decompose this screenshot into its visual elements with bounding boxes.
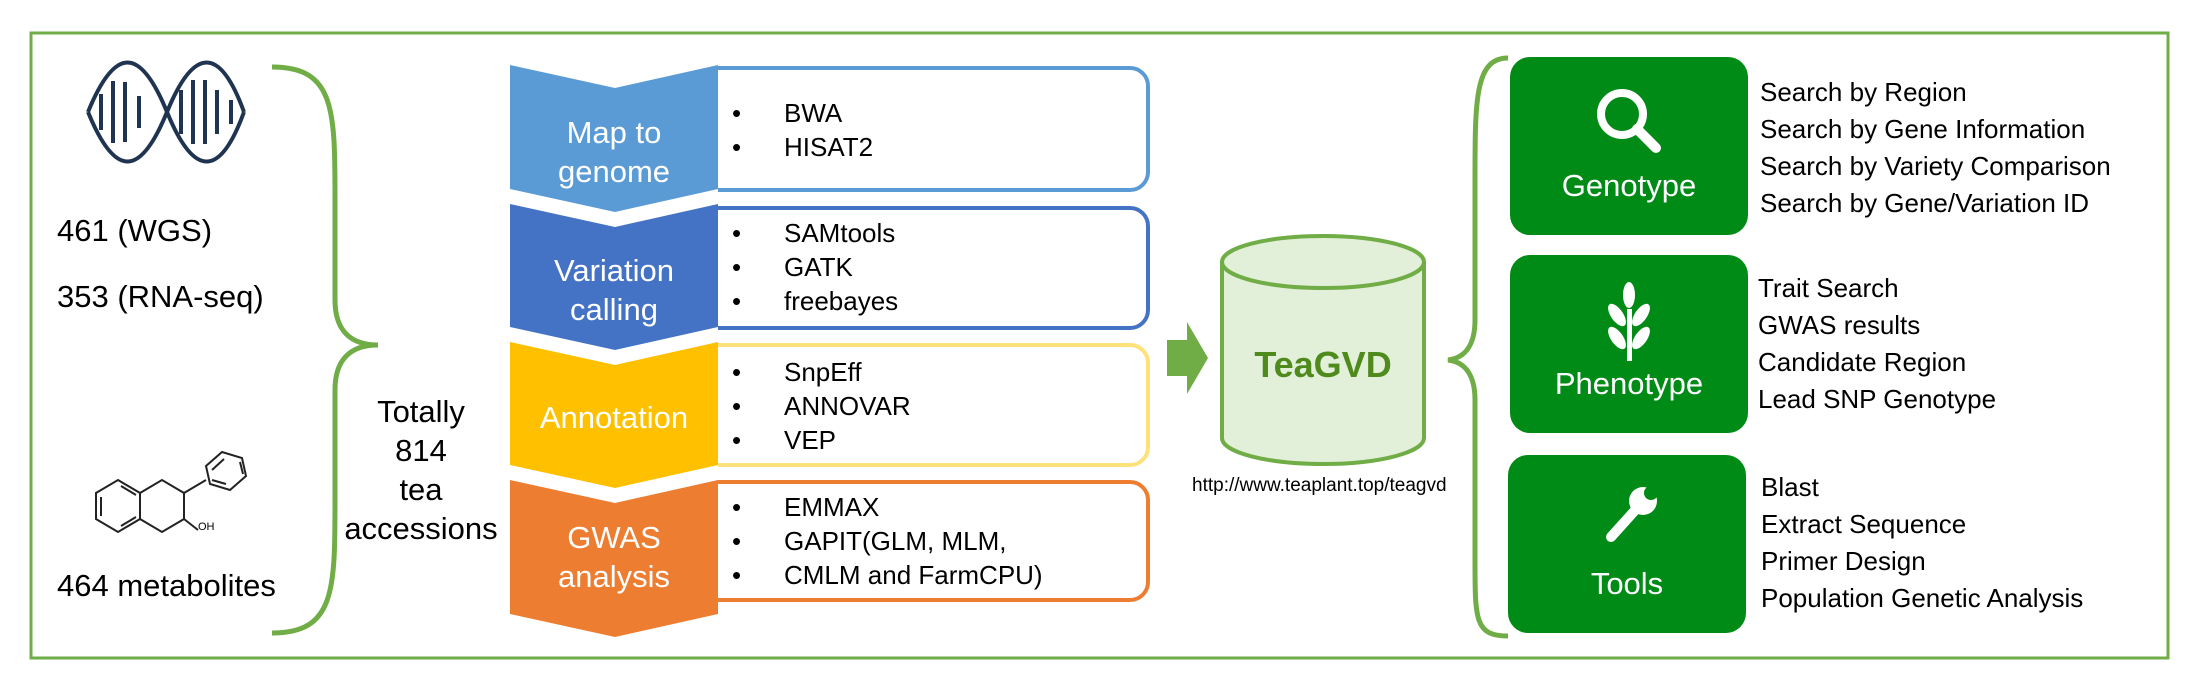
wheat-icon bbox=[1608, 282, 1650, 361]
database-cylinder bbox=[1220, 234, 1426, 466]
feature-item[interactable]: Candidate Region bbox=[1758, 347, 1967, 377]
chevron-variation-calling bbox=[510, 204, 718, 350]
tool-item: SnpEff bbox=[728, 355, 911, 389]
database-name: TeaGVD bbox=[1254, 344, 1392, 385]
tools-variation-calling: SAMtools GATK freebayes bbox=[728, 216, 898, 318]
tool-item: GAPIT(GLM, MLM, bbox=[728, 524, 1043, 558]
module-genotype[interactable]: Genotype bbox=[1510, 57, 1748, 235]
chevron-annotation bbox=[510, 342, 718, 488]
feature-item[interactable]: Extract Sequence bbox=[1761, 509, 1967, 539]
feature-item[interactable]: Search by Gene Information bbox=[1760, 114, 2086, 144]
feature-item[interactable]: GWAS results bbox=[1758, 310, 1921, 340]
tool-item: freebayes bbox=[728, 284, 898, 318]
arrow-to-database bbox=[1167, 322, 1208, 394]
database-url[interactable]: http://www.teaplant.top/teagvd bbox=[1192, 475, 1447, 496]
step-label-line: genome bbox=[557, 154, 671, 189]
feature-item[interactable]: Search by Region bbox=[1760, 77, 1967, 107]
feature-item[interactable]: Primer Design bbox=[1761, 546, 1926, 576]
phenotype-features: Trait Search GWAS results Candidate Regi… bbox=[1758, 270, 1996, 418]
total-line-2: 814 bbox=[395, 433, 447, 468]
chevron-gwas-analysis bbox=[510, 480, 718, 637]
tool-item: BWA bbox=[728, 96, 873, 130]
step-label-line: GWAS bbox=[567, 520, 661, 555]
total-line-3: tea bbox=[399, 472, 443, 507]
step-variation-calling-label: Variation calling bbox=[510, 251, 718, 329]
tool-item: VEP bbox=[728, 423, 911, 457]
feature-item[interactable]: Population Genetic Analysis bbox=[1761, 583, 2084, 613]
molecule-oh-label: OH bbox=[198, 521, 215, 533]
step-map-to-genome-label: Map to genome bbox=[510, 113, 718, 191]
tools-features: Blast Extract Sequence Primer Design Pop… bbox=[1761, 469, 2083, 617]
genotype-features: Search by Region Search by Gene Informat… bbox=[1760, 74, 2111, 222]
feature-item[interactable]: Blast bbox=[1761, 472, 1819, 502]
step-label-line: Variation bbox=[553, 253, 675, 288]
dna-icon bbox=[86, 60, 246, 164]
tool-item: SAMtools bbox=[728, 216, 898, 250]
left-brace bbox=[271, 64, 379, 636]
feature-item[interactable]: Lead SNP Genotype bbox=[1758, 384, 1997, 414]
total-line-4: accessions bbox=[344, 511, 498, 546]
step-gwas-analysis-label: GWAS analysis bbox=[510, 518, 718, 596]
search-icon bbox=[1597, 89, 1661, 153]
chevron-map-to-genome bbox=[510, 65, 718, 212]
tool-item: GATK bbox=[728, 250, 898, 284]
wgs-count: 461 (WGS) bbox=[57, 213, 213, 248]
molecule-icon bbox=[95, 450, 248, 534]
module-genotype-label: Genotype bbox=[1561, 168, 1697, 203]
tools-map-to-genome: BWA HISAT2 bbox=[728, 96, 873, 164]
module-tools[interactable]: Tools bbox=[1508, 455, 1746, 633]
tool-item: EMMAX bbox=[728, 490, 1043, 524]
outer-frame bbox=[29, 31, 2170, 660]
feature-item[interactable]: Search by Variety Comparison bbox=[1760, 151, 2111, 181]
feature-item[interactable]: Search by Gene/Variation ID bbox=[1760, 188, 2090, 218]
total-accessions: Totally 814 tea accessions bbox=[321, 392, 521, 548]
tools-annotation: SnpEff ANNOVAR VEP bbox=[728, 355, 911, 457]
step-label-line: analysis bbox=[558, 559, 670, 594]
right-brace bbox=[1447, 55, 1509, 639]
total-line-1: Totally bbox=[377, 394, 465, 429]
rnaseq-count: 353 (RNA-seq) bbox=[57, 279, 264, 314]
tools-gwas-analysis: EMMAX GAPIT(GLM, MLM, CMLM and FarmCPU) bbox=[728, 490, 1043, 592]
module-phenotype[interactable]: Phenotype bbox=[1510, 255, 1748, 433]
pipeline-chevrons bbox=[510, 65, 718, 637]
feature-item[interactable]: Trait Search bbox=[1758, 273, 1899, 303]
step-label-line: Annotation bbox=[539, 400, 689, 435]
step-annotation-label: Annotation bbox=[510, 398, 718, 437]
tool-item: CMLM and FarmCPU) bbox=[728, 558, 1043, 592]
wrench-icon bbox=[1606, 486, 1658, 542]
module-phenotype-label: Phenotype bbox=[1554, 366, 1704, 401]
tool-item: HISAT2 bbox=[728, 130, 873, 164]
metabolites-count: 464 metabolites bbox=[57, 568, 276, 603]
step-label-line: Map to bbox=[566, 115, 662, 150]
module-tools-label: Tools bbox=[1590, 566, 1664, 601]
step-label-line: calling bbox=[570, 292, 658, 327]
tool-item: ANNOVAR bbox=[728, 389, 911, 423]
